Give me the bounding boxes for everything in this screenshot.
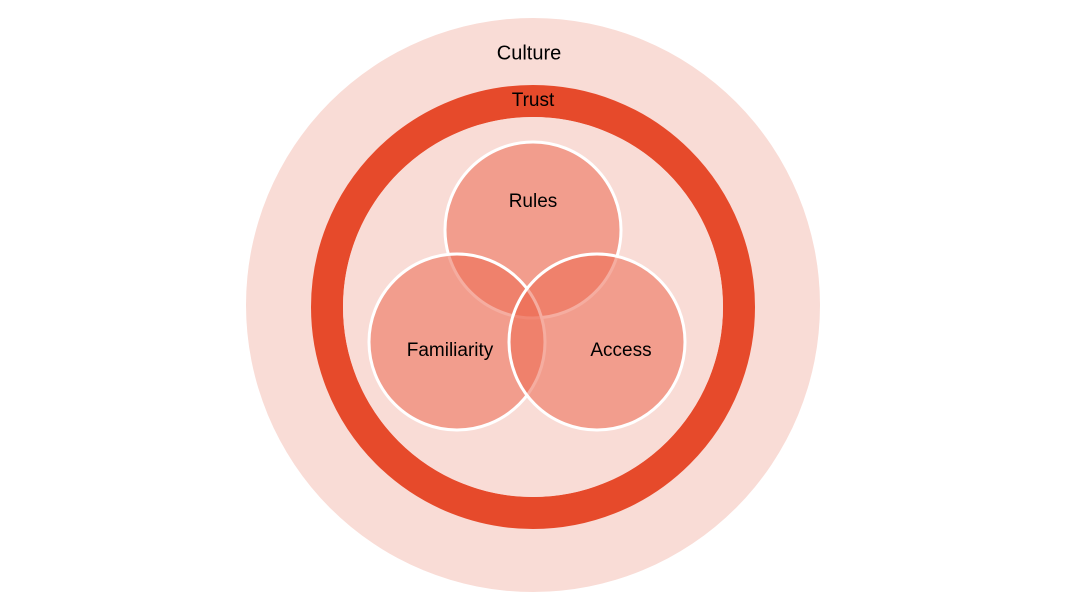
- trust-label: Trust: [512, 90, 555, 111]
- culture-label: Culture: [497, 42, 561, 64]
- trust-ring: [311, 85, 755, 529]
- rules-label: Rules: [509, 191, 558, 212]
- set-circle-access: [507, 252, 687, 432]
- familiarity-label: Familiarity: [407, 340, 494, 361]
- access-label: Access: [590, 340, 651, 361]
- venn-sets: [367, 140, 687, 432]
